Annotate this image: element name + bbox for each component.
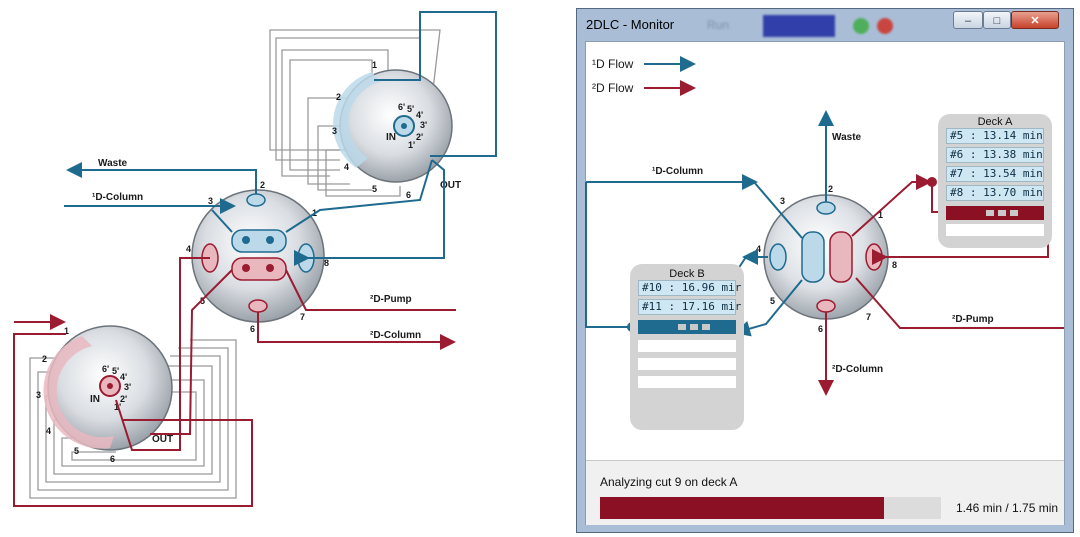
bottom-port-5p: 5' xyxy=(112,366,119,376)
monitor-port-1: 1 xyxy=(878,210,883,220)
monitor-port-3: 3 xyxy=(780,196,785,206)
d2-pump-label: ²D-Pump xyxy=(370,294,412,305)
bottom-out-label: OUT xyxy=(152,434,173,445)
top-port-6: 6 xyxy=(406,190,411,200)
bottom-port-6: 6 xyxy=(110,454,115,464)
blue-flow-lines xyxy=(64,11,497,266)
status-text: Analyzing cut 9 on deck A xyxy=(600,475,738,489)
minimize-button[interactable]: – xyxy=(953,11,983,29)
bottom-port-3: 3 xyxy=(36,390,41,400)
progress-time-text: 1.46 min / 1.75 min xyxy=(956,501,1059,515)
blurred-toolbar-box xyxy=(763,15,835,37)
deck-a-rail xyxy=(946,206,1044,220)
bottom-port-4p: 4' xyxy=(120,372,127,382)
window-title: 2DLC - Monitor xyxy=(586,17,675,32)
bottom-port-3p: 3' xyxy=(124,382,131,392)
monitor-d1-column-label: ¹D-Column xyxy=(652,166,703,177)
center-port-2: 2 xyxy=(260,180,265,190)
top-port-6p: 6' xyxy=(398,102,405,112)
monitor-port-8: 8 xyxy=(892,260,897,270)
deck-a-empty-slot xyxy=(946,224,1044,236)
deck-b-title: Deck B xyxy=(669,268,705,280)
deck-b-rail xyxy=(638,320,736,334)
monitor-client-area: ¹D Flow ²D Flow 1 2 3 4 5 6 7 xyxy=(585,41,1065,525)
blurred-run-text: Run xyxy=(707,18,730,32)
red-status-icon xyxy=(877,18,893,34)
monitor-d2-column-label: ²D-Column xyxy=(832,364,883,375)
center-port-6: 6 xyxy=(250,324,255,334)
bottom-port-1: 1 xyxy=(64,326,69,336)
bottom-port-5: 5 xyxy=(74,446,79,456)
progress-bar-fill xyxy=(600,497,885,519)
bottom-in-label: IN xyxy=(90,394,100,405)
close-button[interactable]: ✕ xyxy=(1011,11,1059,29)
top-port-4: 4 xyxy=(344,162,349,172)
monitor-waste-label: Waste xyxy=(832,132,862,143)
monitor-port-5: 5 xyxy=(770,296,775,306)
deck-a-cut-5[interactable]: #5 : 13.14 min xyxy=(946,128,1044,144)
center-port-7: 7 xyxy=(300,312,305,322)
valve-schematic: 1 2 3 4 5 6 6' 5' 4' 3' 2' 1' IN OUT 1 2… xyxy=(13,11,497,507)
monitor-d2-pump-label: ²D-Pump xyxy=(952,314,994,325)
maximize-button[interactable]: □ xyxy=(983,11,1011,29)
status-panel: Analyzing cut 9 on deck A 1.46 min / 1.7… xyxy=(586,460,1064,525)
monitor-port-2: 2 xyxy=(828,184,833,194)
top-port-5p: 5' xyxy=(407,104,414,114)
deck-b-cut-11[interactable]: #11 : 17.16 mir xyxy=(638,299,741,315)
bottom-port-4: 4 xyxy=(46,426,51,436)
deck-b-empty-slot-3 xyxy=(638,376,736,388)
top-selector-valve xyxy=(333,69,453,183)
bottom-port-2p: 2' xyxy=(120,394,127,404)
deck-b-cut-10[interactable]: #10 : 16.96 mir xyxy=(638,280,741,296)
deck-a-cut-6[interactable]: #6 : 13.38 min xyxy=(946,147,1044,163)
top-port-3p: 3' xyxy=(420,120,427,130)
monitor-window: 2DLC - Monitor Run – □ ✕ xyxy=(576,8,1074,533)
center-port-8: 8 xyxy=(324,258,329,268)
top-port-5: 5 xyxy=(372,184,377,194)
center-port-5: 5 xyxy=(200,296,205,306)
monitor-port-6: 6 xyxy=(818,324,823,334)
red-flow-lines xyxy=(13,257,456,507)
monitor-valve xyxy=(763,194,889,320)
top-port-1p: 1' xyxy=(408,140,415,150)
d1-column-label: ¹D-Column xyxy=(92,192,143,203)
center-switching-valve xyxy=(191,189,325,323)
waste-label: Waste xyxy=(98,158,128,169)
top-port-3: 3 xyxy=(332,126,337,136)
d2-column-label: ²D-Column xyxy=(370,330,421,341)
top-port-2: 2 xyxy=(336,92,341,102)
legend-flow2-label: ²D Flow xyxy=(592,81,634,95)
center-port-4: 4 xyxy=(186,244,191,254)
bottom-selector-valve xyxy=(43,325,173,451)
deck-a: Deck A #5 : 13.14 min #6 : 13.38 min #7 … xyxy=(938,114,1052,248)
green-status-icon xyxy=(853,18,869,34)
monitor-port-4: 4 xyxy=(756,244,761,254)
deck-a-title: Deck A xyxy=(977,116,1013,128)
deck-a-cut-8[interactable]: #8 : 13.70 min xyxy=(946,185,1044,201)
bottom-port-6p: 6' xyxy=(102,364,109,374)
top-port-4p: 4' xyxy=(416,110,423,120)
deck-b-empty-slot-1 xyxy=(638,340,736,352)
deck-b: Deck B #10 : 16.96 mir #11 : 17.16 mir xyxy=(630,264,744,430)
deck-b-empty-slot-2 xyxy=(638,358,736,370)
legend-flow1-label: ¹D Flow xyxy=(592,57,634,71)
top-port-2p: 2' xyxy=(416,132,423,142)
progress-bar xyxy=(600,497,941,519)
deck-a-cut-7[interactable]: #7 : 13.54 min xyxy=(946,166,1044,182)
top-out-label: OUT xyxy=(440,180,461,191)
top-in-label: IN xyxy=(386,132,396,143)
monitor-flow-diagram: ¹D Flow ²D Flow 1 2 3 4 5 6 7 xyxy=(585,56,1064,396)
center-port-3: 3 xyxy=(208,196,213,206)
top-port-1: 1 xyxy=(372,60,377,70)
title-bar[interactable]: 2DLC - Monitor Run – □ ✕ xyxy=(577,9,1073,41)
bottom-port-2: 2 xyxy=(42,354,47,364)
monitor-port-7: 7 xyxy=(866,312,871,322)
